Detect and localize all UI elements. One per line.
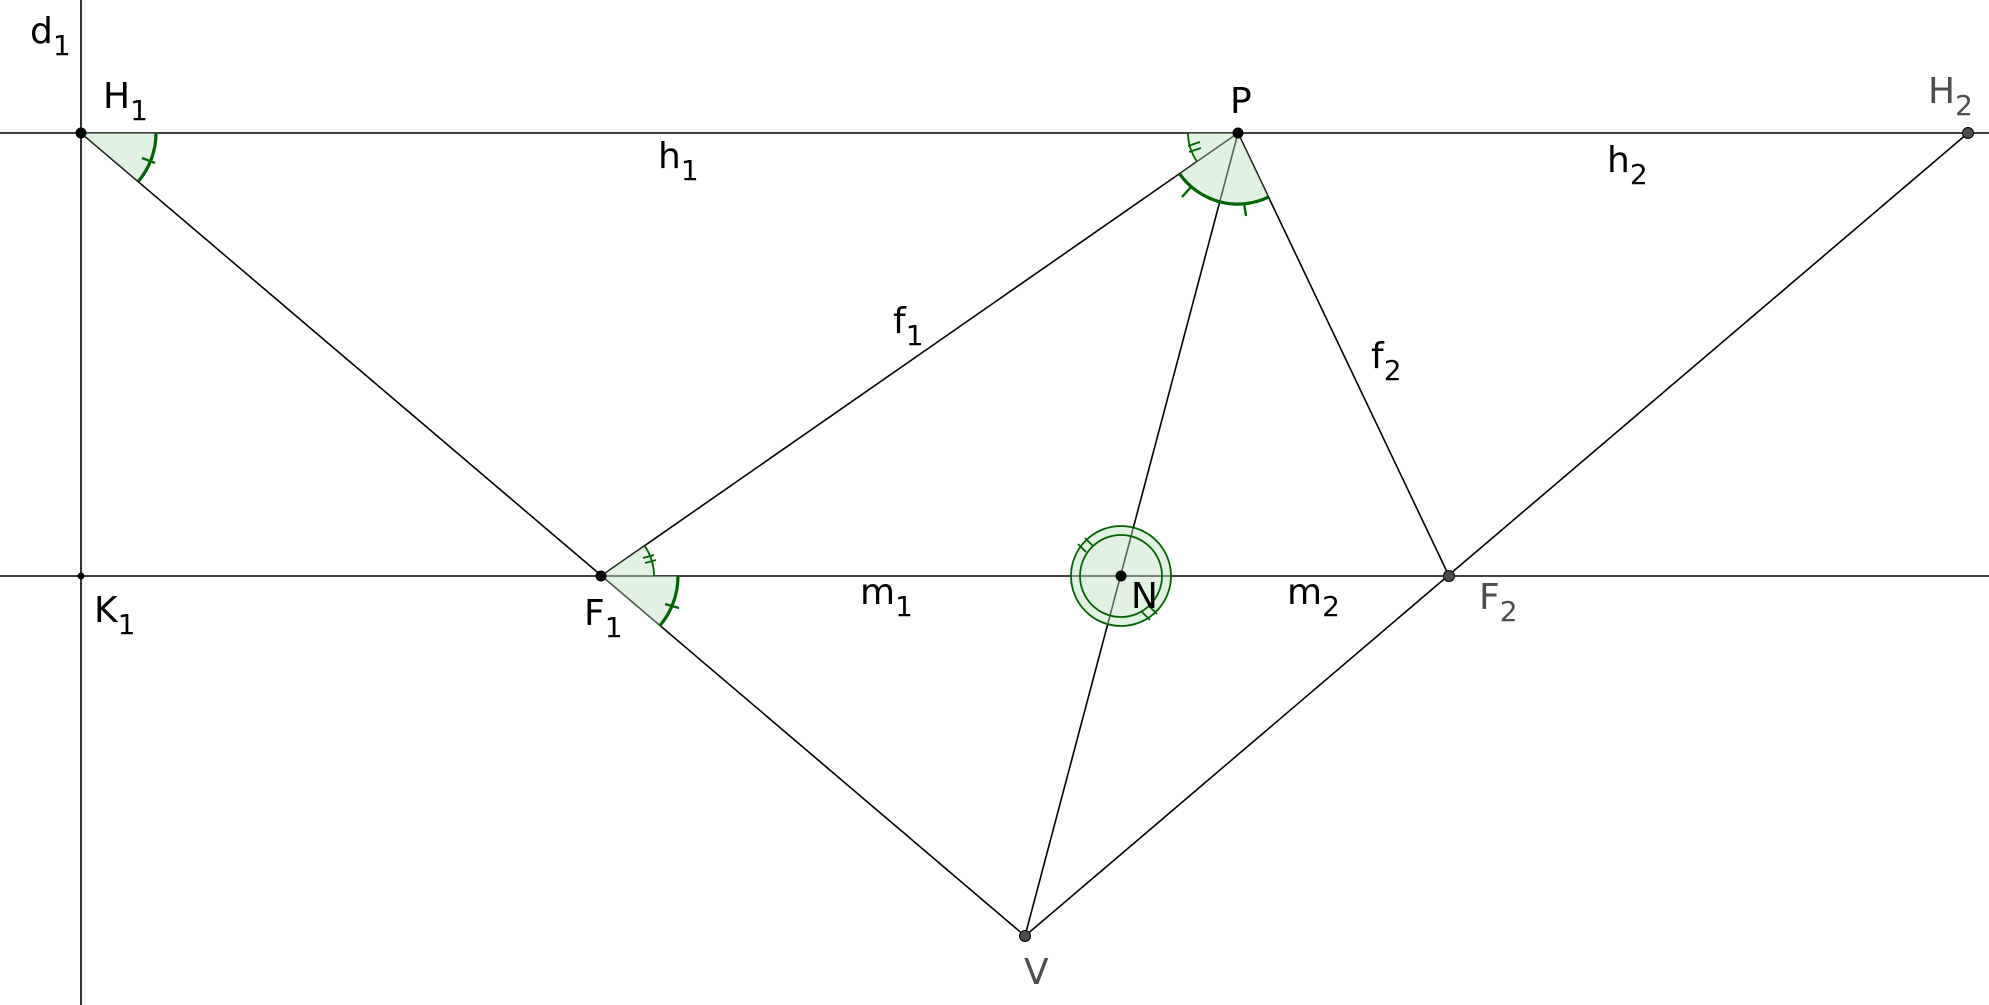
label-F1: F1: [584, 593, 623, 644]
angle-marker-F1-upper: [601, 545, 657, 577]
label-h1: h1: [658, 136, 699, 187]
label-H2: H2: [1928, 71, 1973, 122]
angle-marker-H1: [81, 132, 158, 183]
label-F2: F2: [1479, 577, 1518, 628]
label-N: N: [1131, 576, 1158, 617]
point-K1: [77, 572, 85, 580]
point-H1: [75, 127, 87, 139]
label-H1: H1: [103, 76, 148, 127]
points: [75, 127, 1974, 942]
label-K1: K1: [94, 590, 135, 641]
angle-marker-P-upper: [1187, 132, 1238, 163]
label-m1: m1: [860, 572, 913, 623]
point-H2: [1962, 127, 1974, 139]
point-N: [1115, 570, 1127, 582]
segment-H2-V: [1024, 132, 1969, 937]
segment-F1-P: [600, 132, 1239, 577]
angle-marker-P-lower: [1178, 133, 1270, 217]
segment-P-V: [1024, 132, 1239, 937]
segment-H1-V: [80, 132, 1026, 937]
point-F2: [1443, 570, 1455, 582]
angle-marker-F1-lower: [601, 575, 680, 628]
angle-markers: [81, 132, 1270, 628]
point-P: [1232, 127, 1244, 139]
labels: H1 P H2 K1 F1 N F2 V d1 h1 h2 f1 f2 m1 m…: [30, 11, 1973, 993]
segment-P-F2: [1237, 132, 1450, 577]
label-P: P: [1230, 81, 1252, 122]
point-F1: [595, 570, 607, 582]
label-d1: d1: [30, 11, 71, 62]
label-f2: f2: [1371, 336, 1402, 387]
point-V: [1019, 930, 1031, 942]
label-m2: m2: [1287, 572, 1340, 623]
label-V: V: [1024, 952, 1049, 993]
label-f1: f1: [893, 301, 924, 352]
label-h2: h2: [1607, 140, 1648, 191]
